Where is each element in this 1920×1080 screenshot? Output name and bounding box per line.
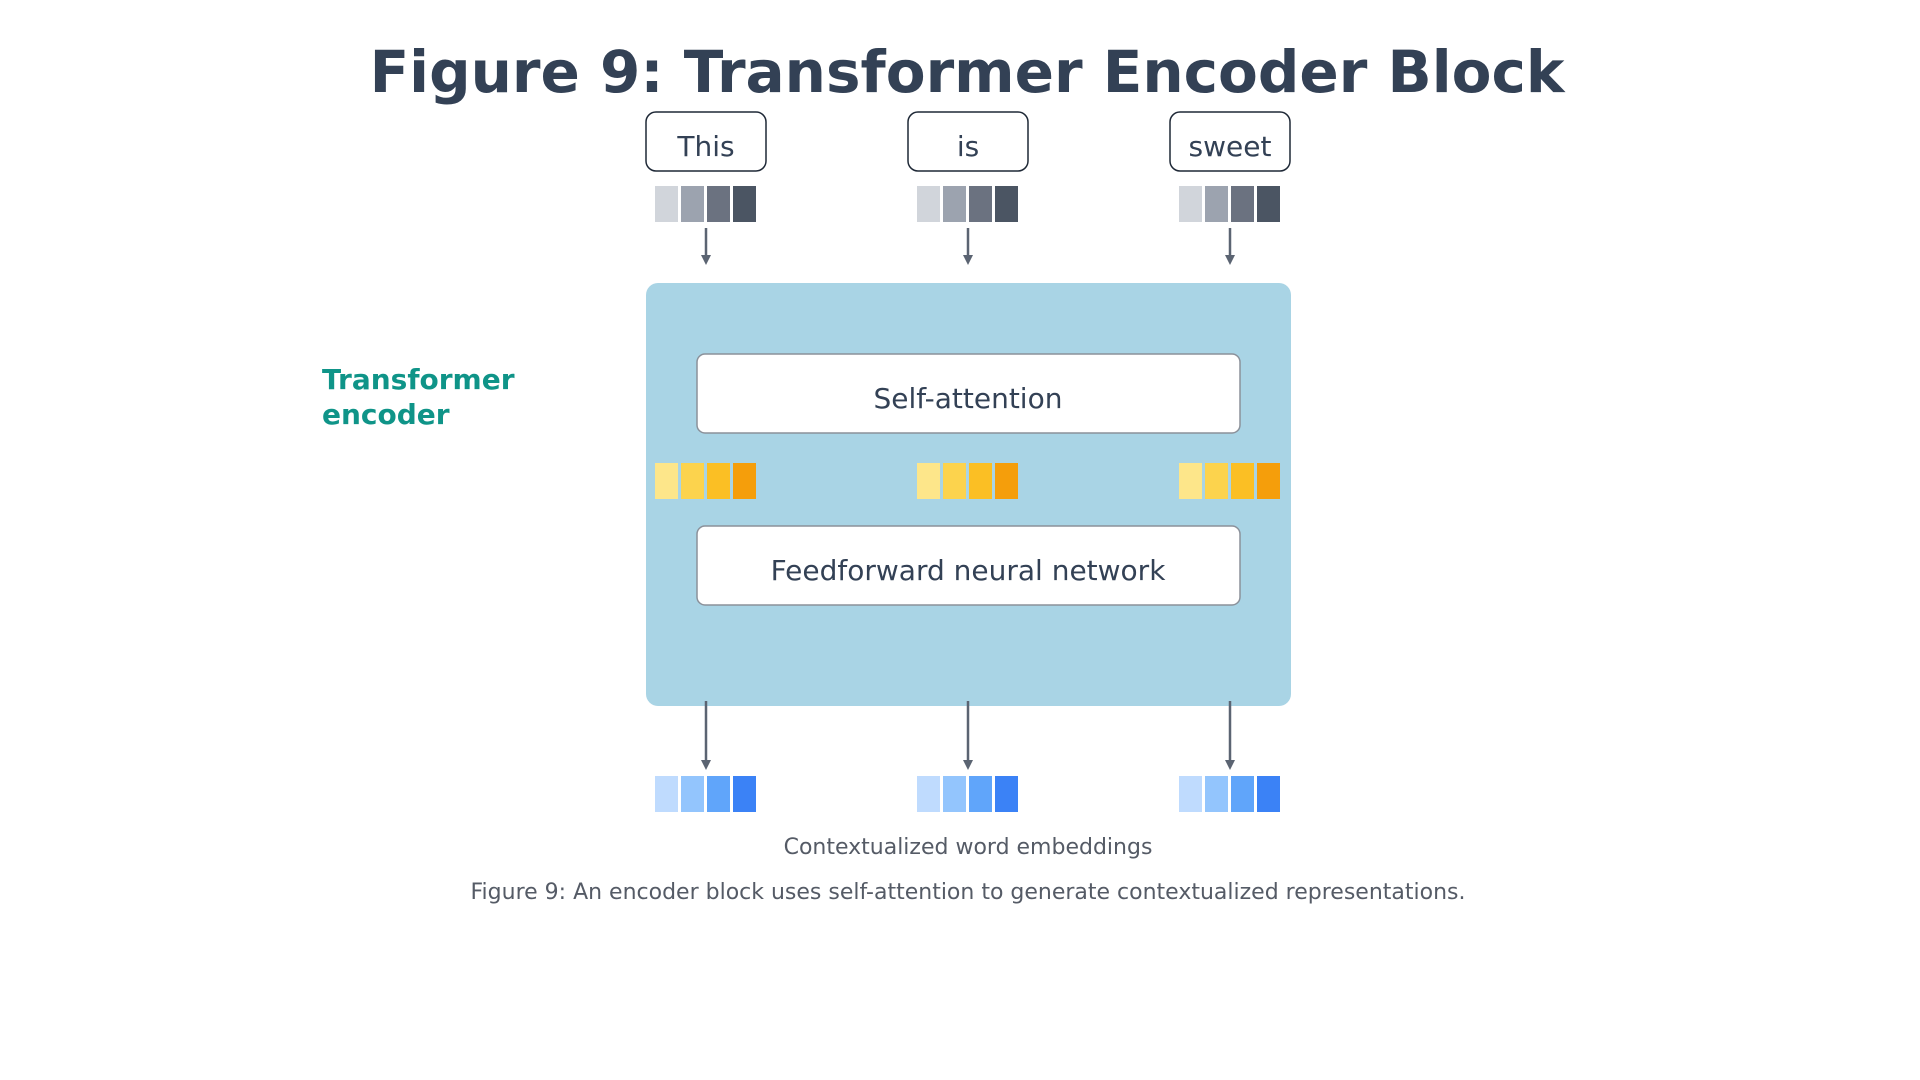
- contextual-embedding-sweet: [1179, 776, 1280, 812]
- contextual-embedding-cell: [995, 776, 1018, 812]
- input-embedding-cell: [969, 186, 992, 222]
- attention-output-cell: [969, 463, 992, 499]
- feedforward-label: Feedforward neural network: [771, 554, 1167, 587]
- contextual-embedding-is: [917, 776, 1018, 812]
- attention-output-cell: [655, 463, 678, 499]
- contextual-embedding-cell: [1231, 776, 1254, 812]
- input-embedding-cell: [995, 186, 1018, 222]
- token-label-sweet: sweet: [1189, 130, 1272, 163]
- input-embedding-cell: [1257, 186, 1280, 222]
- token-box-this: This: [645, 111, 767, 172]
- token-label-is: is: [957, 130, 979, 163]
- contextual-embedding-cell: [707, 776, 730, 812]
- input-embedding-is: [917, 186, 1018, 222]
- contextual-embedding-cell: [943, 776, 966, 812]
- input-embedding-this: [655, 186, 756, 222]
- input-embedding-cell: [1179, 186, 1202, 222]
- contextual-embedding-cell: [1205, 776, 1228, 812]
- attention-output-cell: [995, 463, 1018, 499]
- contextual-embedding-this: [655, 776, 756, 812]
- contextual-embedding-cell: [733, 776, 756, 812]
- encoder-label-line2: encoder: [322, 398, 450, 431]
- input-embedding-cell: [655, 186, 678, 222]
- feedforward-layer: Feedforward neural network: [696, 525, 1241, 606]
- input-embedding-cell: [733, 186, 756, 222]
- figure-caption: Figure 9: An encoder block uses self-att…: [471, 880, 1466, 905]
- encoder-side-label: Transformer encoder: [322, 363, 524, 431]
- output-embeddings-label: Contextualized word embeddings: [784, 835, 1153, 860]
- self-attention-label: Self-attention: [874, 382, 1063, 415]
- figure-title: Figure 9: Transformer Encoder Block: [370, 38, 1566, 106]
- encoder-label-line1: Transformer: [322, 363, 515, 396]
- contextual-embedding-cell: [969, 776, 992, 812]
- input-embedding-cell: [1205, 186, 1228, 222]
- attention-output-cell: [707, 463, 730, 499]
- contextual-embedding-cell: [917, 776, 940, 812]
- attention-output-this: [655, 463, 756, 499]
- contextual-embedding-cell: [655, 776, 678, 812]
- input-embedding-cell: [1231, 186, 1254, 222]
- attention-output-cell: [1179, 463, 1202, 499]
- attention-output-cell: [917, 463, 940, 499]
- contextual-embedding-cell: [1257, 776, 1280, 812]
- attention-output-cell: [943, 463, 966, 499]
- attention-output-cell: [681, 463, 704, 499]
- self-attention-layer: Self-attention: [696, 353, 1241, 434]
- token-box-is: is: [907, 111, 1029, 172]
- input-embedding-cell: [707, 186, 730, 222]
- attention-output-cell: [733, 463, 756, 499]
- token-box-sweet: sweet: [1169, 111, 1291, 172]
- input-embedding-cell: [943, 186, 966, 222]
- contextual-embedding-cell: [681, 776, 704, 812]
- input-embedding-sweet: [1179, 186, 1280, 222]
- attention-output-cell: [1257, 463, 1280, 499]
- input-embedding-cell: [917, 186, 940, 222]
- input-embedding-cell: [681, 186, 704, 222]
- contextual-embedding-cell: [1179, 776, 1202, 812]
- attention-output-is: [917, 463, 1018, 499]
- attention-output-sweet: [1179, 463, 1280, 499]
- attention-output-cell: [1231, 463, 1254, 499]
- token-label-this: This: [676, 130, 734, 163]
- attention-output-cell: [1205, 463, 1228, 499]
